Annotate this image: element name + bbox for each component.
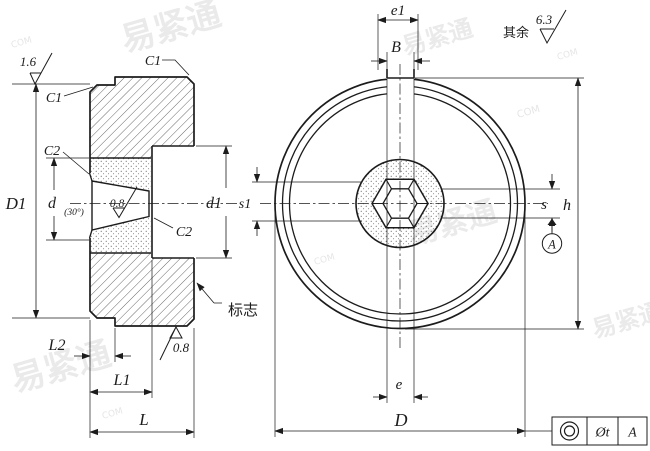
label-d: d bbox=[48, 195, 57, 212]
label-roughness-socket: 0.8 bbox=[110, 198, 125, 210]
watermark-domain: COM bbox=[101, 406, 124, 421]
label-roughness-bottom: 0.8 bbox=[173, 340, 190, 355]
label-e: e bbox=[396, 377, 403, 393]
datum-triangle-icon bbox=[547, 218, 557, 225]
section-hatch-fill bbox=[90, 77, 194, 326]
socket-taper-profile bbox=[91, 180, 150, 231]
dimension-labels: 1.6 C1 C1 C2 C2 (30°) 0.8 0.8 D1 d d1 L2… bbox=[5, 3, 571, 430]
slot-clearing bbox=[387, 64, 414, 96]
face-view bbox=[260, 64, 548, 350]
dimension-lines bbox=[32, 16, 582, 436]
datum-letter: A bbox=[547, 237, 556, 251]
label-s: s bbox=[541, 197, 547, 213]
slot-outline bbox=[386, 69, 415, 79]
socket-cavity-edges bbox=[90, 157, 151, 254]
socket-mouth-chamfers bbox=[88, 172, 93, 239]
label-roughness-general: 6.3 bbox=[536, 12, 553, 27]
watermark-domain: COM bbox=[516, 104, 542, 121]
tolerance-datum: A bbox=[627, 425, 637, 440]
tolerance-frame: Øt A bbox=[551, 416, 648, 446]
label-e1: e1 bbox=[391, 3, 405, 19]
concentricity-icon bbox=[559, 421, 580, 441]
chamfer-leaders bbox=[62, 59, 222, 304]
tolerance-value: Øt bbox=[595, 426, 611, 441]
label-c2-lower: C2 bbox=[176, 225, 192, 240]
label-L1: L1 bbox=[113, 372, 131, 389]
watermark-domain: COM bbox=[556, 47, 579, 62]
datum-a-symbol: A bbox=[541, 218, 563, 254]
label-L: L bbox=[138, 410, 148, 429]
counterbore-outline bbox=[151, 145, 194, 259]
watermark-brand: 易紧通 bbox=[116, 0, 225, 61]
label-c2-upper: C2 bbox=[44, 144, 60, 159]
watermark-domain: COM bbox=[10, 35, 33, 50]
mark-leader-arrow bbox=[196, 282, 215, 304]
label-D1: D1 bbox=[5, 194, 27, 213]
socket-cone-lower bbox=[90, 216, 151, 253]
label-L2: L2 bbox=[48, 337, 66, 354]
label-angle-30: (30°) bbox=[64, 207, 84, 218]
section-outline bbox=[89, 76, 195, 327]
label-c1-left: C1 bbox=[46, 91, 62, 106]
watermark-domain: COM bbox=[313, 252, 336, 267]
face-centerlines bbox=[260, 64, 548, 350]
label-mark: 标志 bbox=[228, 301, 258, 319]
concentricity-icon-inner bbox=[563, 425, 576, 437]
section-view bbox=[70, 76, 240, 327]
label-qiyu: 其余 bbox=[503, 25, 529, 41]
watermark-brand: 易紧通 bbox=[589, 297, 650, 344]
label-s1: s1 bbox=[239, 197, 251, 212]
label-c1-top: C1 bbox=[145, 54, 161, 69]
roughness-symbols bbox=[29, 9, 567, 361]
label-h: h bbox=[563, 197, 571, 214]
datum-circle bbox=[541, 233, 563, 254]
label-B: B bbox=[391, 39, 401, 56]
label-d1: d1 bbox=[206, 195, 222, 212]
label-roughness-top: 1.6 bbox=[20, 54, 37, 69]
watermark-brand: 易紧通 bbox=[399, 14, 476, 61]
label-D: D bbox=[394, 410, 408, 430]
